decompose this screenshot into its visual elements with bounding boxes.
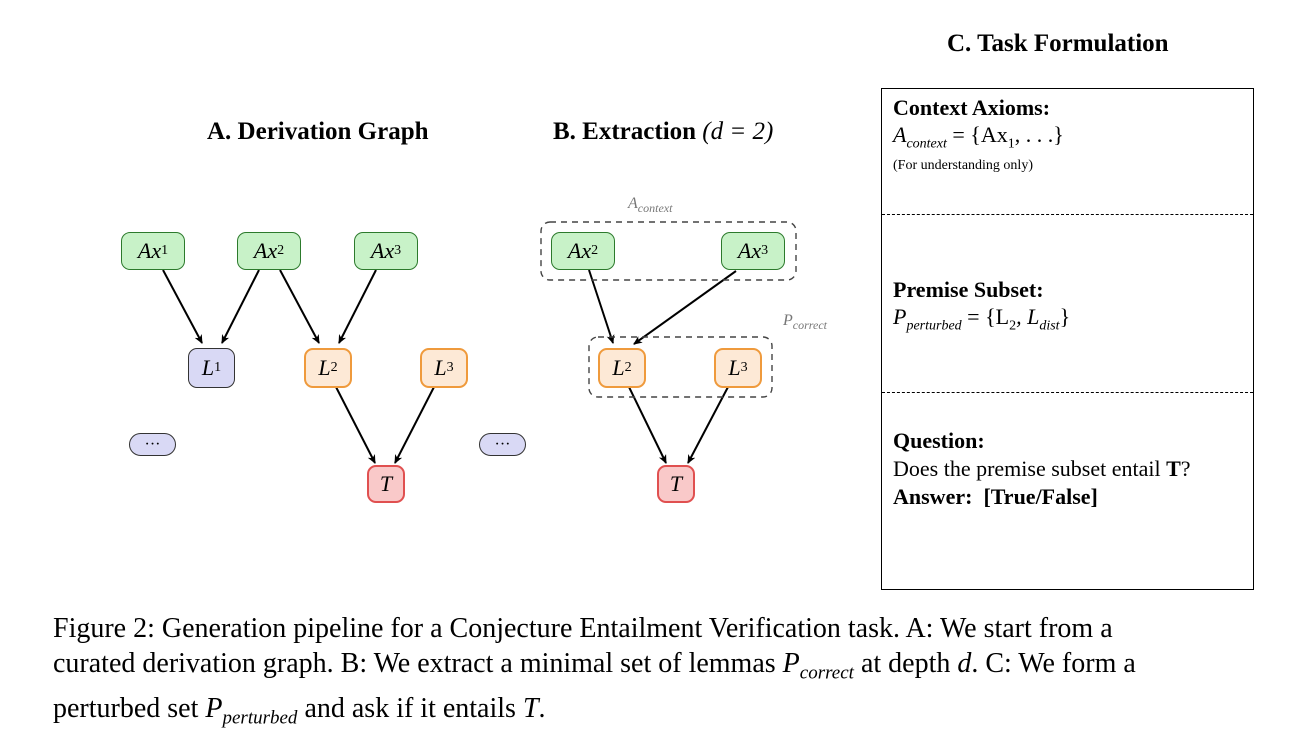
ellipsis-left: ··· <box>129 433 176 456</box>
edge-ax2-l1 <box>221 269 260 344</box>
caption-line-3: perturbed set Pperturbed and ask if it e… <box>53 692 546 729</box>
question-text: Does the premise subset entail T? <box>893 456 1191 481</box>
premise-section: Premise Subset: Pperturbed = {L2, Ldist} <box>893 277 1070 334</box>
answer-line: Answer: [True/False] <box>893 484 1098 509</box>
edge-ax3-l2 <box>338 269 377 344</box>
caption-line-2: curated derivation graph. B: We extract … <box>53 648 1136 684</box>
panel-c-title: C. Task Formulation <box>947 30 1169 57</box>
panel-b-title-text: B. Extraction <box>553 118 697 145</box>
context-group-label: Acontext <box>628 195 673 216</box>
context-formula: Acontext = {Ax1, . . .} <box>893 122 1064 152</box>
edge-l2-t <box>335 386 376 464</box>
task-formulation-box: Context Axioms: Acontext = {Ax1, . . .} … <box>881 88 1254 590</box>
context-group-box <box>540 221 797 281</box>
edge-b-ax3-l2 <box>633 270 737 345</box>
context-heading: Context Axioms: <box>893 95 1051 120</box>
edge-b-l3-t <box>687 386 729 464</box>
edge-ax1-l1 <box>162 269 203 344</box>
edge-b-l2-t <box>628 386 667 464</box>
panel-b-title-math: (d = 2) <box>702 118 774 145</box>
correct-group-label: Pcorrect <box>783 312 827 333</box>
node-b-t: T <box>657 465 695 503</box>
edge-b-ax2-l2 <box>588 269 615 344</box>
premise-heading: Premise Subset: <box>893 277 1044 302</box>
ellipsis-right: ··· <box>479 433 526 456</box>
edge-ax2-l2 <box>279 269 320 344</box>
panel-b-title: B. Extraction (d = 2) <box>553 118 773 146</box>
context-section: Context Axioms: Acontext = {Ax1, . . .} … <box>893 95 1064 174</box>
node-t: T <box>367 465 405 503</box>
correct-group-box <box>588 336 773 398</box>
section-divider <box>882 392 1253 393</box>
question-section: Question: Does the premise subset entail… <box>893 428 1191 510</box>
figure-caption: Figure 2: Generation pipeline for a Conj… <box>53 611 1253 735</box>
question-heading: Question: <box>893 428 985 453</box>
panel-a-title: A. Derivation Graph <box>207 118 429 145</box>
premise-formula: Pperturbed = {L2, Ldist} <box>893 304 1071 334</box>
caption-line-1: Figure 2: Generation pipeline for a Conj… <box>53 613 1113 644</box>
section-divider <box>882 214 1253 215</box>
diagram-edges <box>162 221 797 464</box>
edge-l3-t <box>394 386 435 464</box>
context-note: (For understanding only) <box>893 158 1033 174</box>
